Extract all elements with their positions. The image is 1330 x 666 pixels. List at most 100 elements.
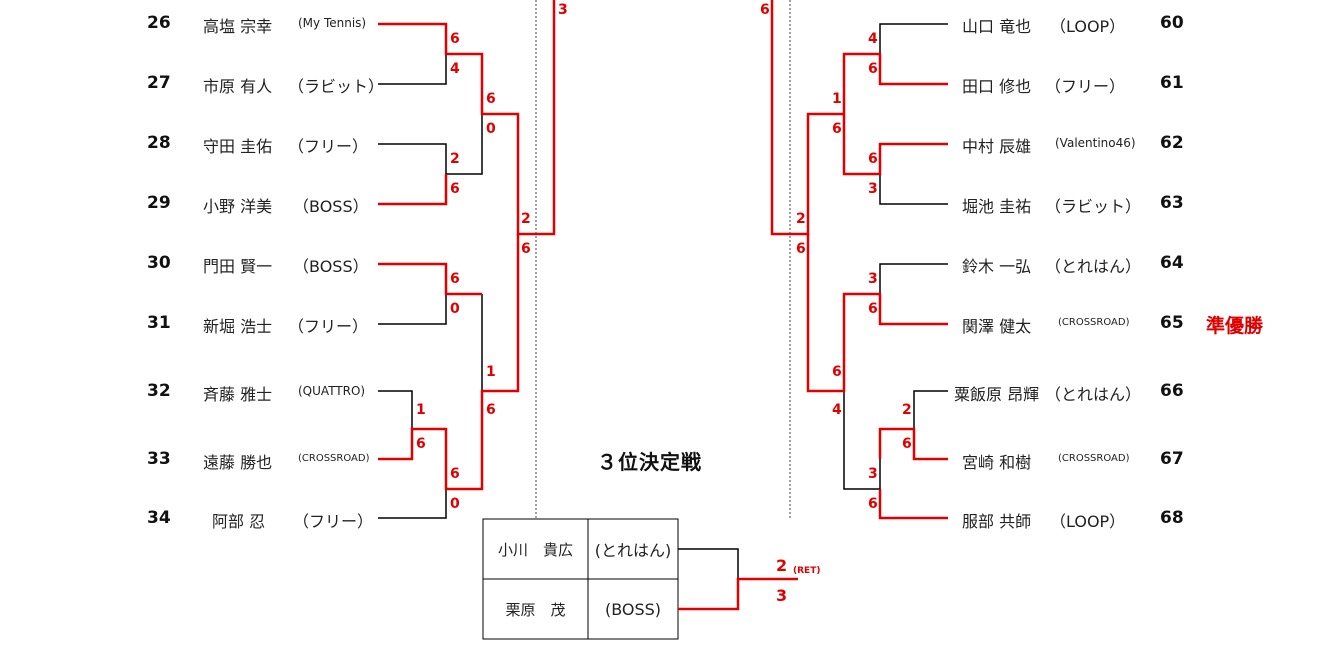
- third-place-table-grid: [482, 518, 679, 640]
- match-score: 3: [558, 2, 568, 18]
- seed-number: 60: [1160, 13, 1184, 33]
- third-place-player1-club: (とれはん): [594, 541, 672, 560]
- match-score: 6: [796, 241, 806, 257]
- match-score: 6: [450, 181, 460, 197]
- match-score: 3: [868, 271, 878, 287]
- runner-up-label: 準優勝: [1206, 315, 1264, 337]
- match-score: 4: [450, 61, 460, 77]
- player-club: （とれはん）: [1045, 257, 1142, 276]
- match-score: 2: [902, 402, 912, 418]
- player-name: 山口 竜也: [962, 17, 1032, 36]
- match-score: 6: [868, 61, 878, 77]
- third-place-losing-line: [678, 548, 739, 579]
- player-club: （フリー）: [293, 512, 374, 531]
- player-name: 宮崎 和樹: [962, 453, 1032, 472]
- seed-number: 62: [1160, 133, 1184, 153]
- player-name: 門田 賢一: [203, 257, 273, 276]
- player-name: 市原 有人: [203, 77, 273, 96]
- seed-number: 32: [147, 381, 171, 401]
- player-club: （フリー）: [288, 137, 369, 156]
- player-club: （フリー）: [288, 317, 369, 336]
- right-losing-lines: [843, 23, 948, 490]
- player-club: (QUATTRO): [298, 384, 366, 398]
- player-club: （BOSS）: [293, 257, 369, 276]
- seed-number: 29: [147, 193, 171, 213]
- player-club: （LOOP）: [1050, 512, 1126, 531]
- player-name: 鈴木 一弘: [962, 257, 1032, 276]
- match-score: 6: [521, 241, 531, 257]
- seed-number: 65: [1160, 313, 1184, 333]
- player-name: 堀池 圭祐: [962, 197, 1032, 216]
- seed-number: 68: [1160, 508, 1184, 528]
- match-score: 6: [486, 91, 496, 107]
- match-score: 6: [868, 301, 878, 317]
- third-place-player2-club: (BOSS): [604, 599, 662, 619]
- third-place-retire-note: (RET): [793, 566, 821, 576]
- player-club: （ラビット）: [1045, 197, 1142, 216]
- seed-number: 66: [1160, 381, 1184, 401]
- player-club: (CROSSROAD): [298, 453, 370, 464]
- player-name: 高塩 宗幸: [203, 17, 273, 36]
- match-score: 6: [450, 271, 460, 287]
- match-score: 6: [760, 2, 770, 18]
- match-score: 1: [486, 364, 496, 380]
- seed-number: 64: [1160, 253, 1184, 273]
- seed-number: 61: [1160, 73, 1184, 93]
- match-score: 4: [832, 402, 842, 418]
- seed-number: 34: [147, 508, 171, 528]
- match-score: 0: [486, 121, 496, 137]
- player-name: 阿部 忍: [212, 512, 266, 531]
- match-score: 2: [796, 211, 806, 227]
- player-club: （BOSS）: [293, 197, 369, 216]
- match-score: 2: [521, 211, 531, 227]
- seed-number: 26: [147, 13, 171, 33]
- match-score: 6: [832, 121, 842, 137]
- seed-number: 33: [147, 449, 171, 469]
- player-club: (My Tennis): [298, 16, 367, 30]
- match-score: 1: [832, 91, 842, 107]
- player-name: 守田 圭佑: [203, 137, 273, 156]
- match-score: 0: [450, 301, 460, 317]
- player-name: 田口 修也: [962, 77, 1032, 96]
- match-score: 6: [868, 496, 878, 512]
- third-place-player2-name: 栗原 茂: [505, 600, 566, 619]
- player-club: (CROSSROAD): [1058, 453, 1130, 464]
- seed-number: 63: [1160, 193, 1184, 213]
- match-score: 0: [450, 496, 460, 512]
- match-score: 6: [902, 436, 912, 452]
- player-name: 斉藤 雅士: [203, 385, 273, 404]
- player-name: 新堀 浩士: [203, 317, 273, 336]
- player-club: (Valentino46): [1055, 136, 1136, 150]
- third-place-player1-name: 小川 貴広: [497, 540, 573, 559]
- third-place-winning-line: [678, 577, 798, 611]
- player-name: 小野 洋美: [203, 197, 273, 216]
- match-score: 6: [486, 402, 496, 418]
- match-score: 6: [832, 364, 842, 380]
- seed-number: 28: [147, 133, 171, 153]
- third-place-title: ３位決定戦: [597, 450, 702, 474]
- third-place-score-bottom: 3: [776, 586, 788, 605]
- player-name: 粟飯原 昂輝: [954, 385, 1040, 404]
- player-club: （ラビット）: [288, 77, 385, 96]
- player-name: 中村 辰雄: [962, 137, 1032, 156]
- player-club: （とれはん）: [1045, 385, 1142, 404]
- third-place-score-top: 2: [776, 556, 788, 575]
- match-score: 3: [868, 466, 878, 482]
- seed-number: 67: [1160, 449, 1184, 469]
- match-score: 4: [868, 31, 878, 47]
- match-score: 6: [868, 151, 878, 167]
- seed-number: 30: [147, 253, 171, 273]
- left-winning-lines: [378, 0, 556, 491]
- player-name: 関澤 健太: [962, 317, 1032, 336]
- player-name: 服部 共師: [962, 512, 1032, 531]
- right-winning-lines: [770, 0, 948, 520]
- player-club: （フリー）: [1045, 77, 1126, 96]
- left-losing-lines: [378, 54, 483, 519]
- match-score: 6: [450, 466, 460, 482]
- seed-number: 31: [147, 313, 171, 333]
- player-name: 遠藤 勝也: [203, 453, 273, 472]
- match-score: 6: [450, 31, 460, 47]
- match-score: 1: [416, 402, 426, 418]
- match-score: 3: [868, 181, 878, 197]
